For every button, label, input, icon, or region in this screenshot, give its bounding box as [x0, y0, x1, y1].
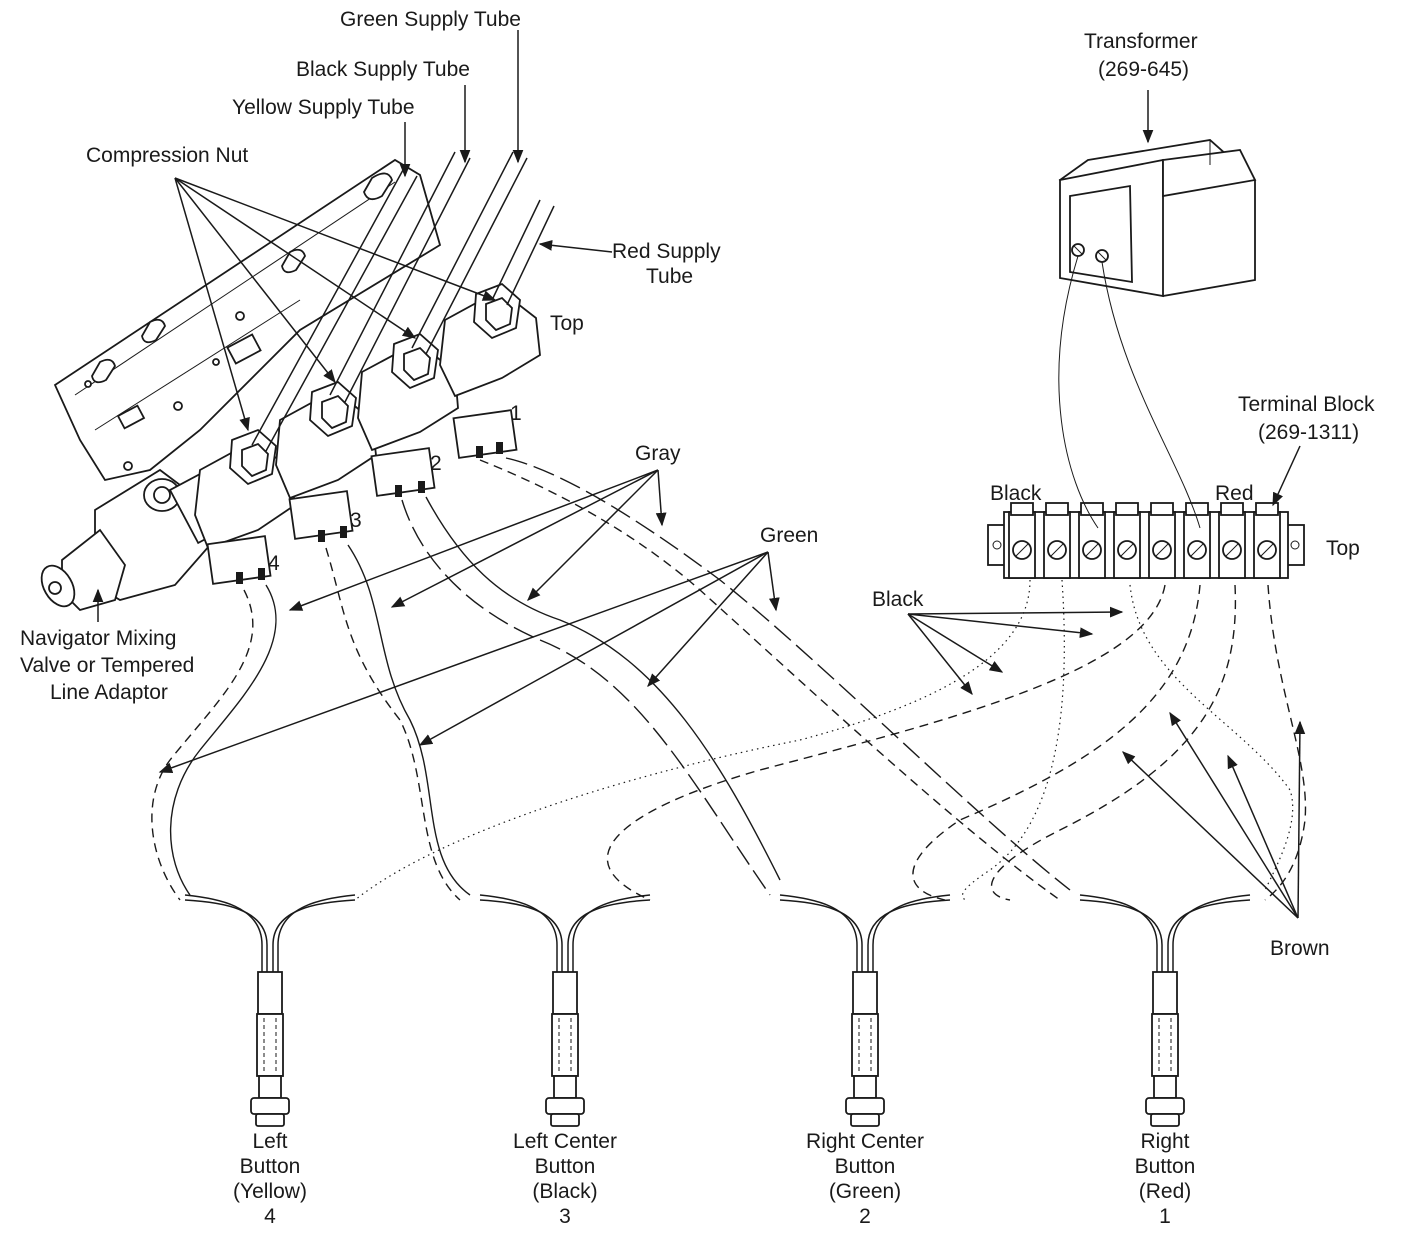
- button-label: (Red): [1139, 1180, 1192, 1203]
- transformer-label-1: Transformer: [1084, 30, 1198, 53]
- transformer: [1058, 139, 1257, 298]
- button-label: 2: [859, 1205, 871, 1228]
- terminal-screw: [1008, 502, 1036, 579]
- button-label: 4: [264, 1205, 276, 1228]
- terminal-block-label-1: Terminal Block: [1238, 393, 1375, 416]
- terminal-wires: [354, 579, 1307, 901]
- terminal-screw: [1113, 502, 1141, 579]
- transformer-label-2: (269-645): [1098, 58, 1189, 81]
- solenoid-valve-4: [194, 428, 296, 585]
- terminal-screw: [1148, 502, 1176, 579]
- button-label: (Yellow): [233, 1180, 307, 1203]
- button-label: (Black): [532, 1180, 597, 1203]
- black-wire-label: Black: [872, 588, 924, 611]
- solenoid-valve-1: [439, 282, 541, 459]
- compression-nut-label: Compression Nut: [86, 144, 248, 167]
- transformer-leads: [1058, 255, 1201, 529]
- terminal-block: [987, 502, 1305, 579]
- terminal-screw: [1183, 502, 1211, 579]
- button-label: 1: [1159, 1205, 1171, 1228]
- red-supply-tube-label-2: Tube: [646, 265, 693, 288]
- red-supply-tube-label-1: Red Supply: [612, 240, 721, 263]
- solenoid-valve-2: [357, 332, 459, 497]
- black-terminal-label: Black: [990, 482, 1042, 505]
- button-label: (Green): [829, 1180, 901, 1203]
- green-supply-tube-label: Green Supply Tube: [340, 8, 521, 31]
- button-label: Left: [252, 1130, 287, 1153]
- yellow-supply-tube-label: Yellow Supply Tube: [232, 96, 415, 119]
- brown-wire-label: Brown: [1270, 937, 1330, 960]
- button-label: Button: [535, 1155, 596, 1178]
- valve-number-2: 2: [430, 452, 442, 475]
- terminal-screw: [1078, 502, 1106, 579]
- valve-number-3: 3: [350, 509, 362, 532]
- button-label: Left Center: [513, 1130, 617, 1153]
- yellow-supply-tube: [251, 169, 418, 452]
- mixing-valve-label-2: Valve or Tempered: [20, 654, 194, 677]
- terminal-screw: [1043, 502, 1071, 579]
- button-label: 3: [559, 1205, 571, 1228]
- button-label: Button: [835, 1155, 896, 1178]
- mixing-valve-label-3: Line Adaptor: [50, 681, 168, 704]
- top-terminal-label: Top: [1326, 537, 1360, 560]
- valve-number-1: 1: [510, 402, 522, 425]
- leader-lines: [92, 30, 1306, 919]
- callout-labels: Green Supply Tube Black Supply Tube Yell…: [20, 8, 1375, 960]
- button-label: Button: [240, 1155, 301, 1178]
- green-supply-tube: [411, 151, 528, 355]
- gray-wire-label: Gray: [635, 442, 681, 465]
- red-supply-tube: [492, 199, 555, 306]
- terminal-block-label-2: (269-1311): [1258, 421, 1359, 444]
- terminal-screw: [1218, 502, 1246, 579]
- terminal-screw: [1253, 502, 1281, 579]
- mixing-valve-label-1: Navigator Mixing: [20, 627, 176, 650]
- black-supply-tube-label: Black Supply Tube: [296, 58, 470, 81]
- valve-number-4: 4: [268, 552, 280, 575]
- button-label: Right Center: [806, 1130, 924, 1153]
- green-wire-label: Green: [760, 524, 818, 547]
- valve-wires: [151, 457, 1071, 901]
- black-supply-tube: [329, 151, 471, 403]
- button-label: Button: [1135, 1155, 1196, 1178]
- button-label: Right: [1140, 1130, 1189, 1153]
- solenoid-valve-3: [275, 380, 377, 542]
- top-valves-label: Top: [550, 312, 584, 335]
- red-terminal-label: Red: [1215, 482, 1254, 505]
